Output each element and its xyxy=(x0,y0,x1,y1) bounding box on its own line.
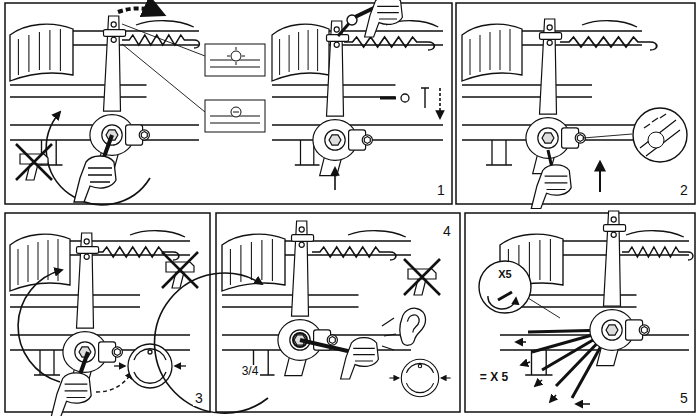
panel-number: 5 xyxy=(678,390,690,406)
repeat-count: = X 5 xyxy=(478,371,510,385)
panel-5 xyxy=(479,211,693,404)
panel-number: 2 xyxy=(678,182,690,198)
panel-number: 3 xyxy=(193,390,205,406)
repeat-count: X5 xyxy=(496,268,513,281)
panel-1-right xyxy=(272,0,443,190)
panel-2 xyxy=(462,19,687,209)
panel-4 xyxy=(155,221,451,413)
panel-number: 4 xyxy=(441,223,453,239)
turn-amount: 3/4 xyxy=(240,365,261,379)
panel-number: 1 xyxy=(435,182,447,198)
panel-frame xyxy=(5,3,695,412)
panel-3 xyxy=(10,231,198,416)
panel-1-left xyxy=(10,8,265,204)
